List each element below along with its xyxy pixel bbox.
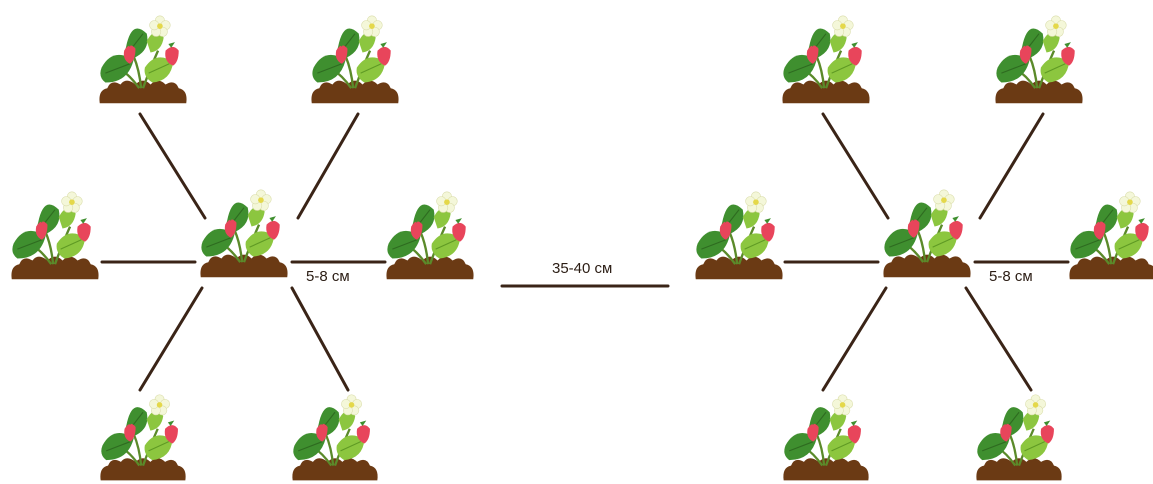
strawberry-plant-icon <box>385 190 475 281</box>
strawberry-plant-icon <box>199 188 289 279</box>
connector-line <box>290 286 350 392</box>
left-cluster-lines <box>100 112 387 392</box>
strawberry-plant-icon <box>694 190 784 281</box>
row-spacing-label: 35-40 см <box>552 260 613 277</box>
strawberry-plant-icon <box>975 393 1063 482</box>
strawberry-plant-icon <box>781 14 871 105</box>
inner-spacing-label-right: 5-8 см <box>989 268 1033 285</box>
inner-spacing-label-left: 5-8 см <box>306 268 350 285</box>
strawberry-plant-icon <box>1068 190 1153 281</box>
connector-line <box>821 286 888 392</box>
strawberry-plant-icon <box>291 393 379 482</box>
strawberry-plant-icon <box>782 393 870 482</box>
strawberry-plant-icon <box>882 188 972 279</box>
strawberry-plant-icon <box>99 393 187 482</box>
connector-line <box>978 112 1045 220</box>
strawberry-plant-icon <box>310 14 400 105</box>
connector-line <box>296 112 360 220</box>
connector-line <box>138 286 204 392</box>
connector-line <box>964 286 1033 392</box>
connector-line <box>821 112 890 220</box>
connector-line <box>138 112 207 220</box>
strawberry-plant-icon <box>10 190 100 281</box>
strawberry-plant-icon <box>994 14 1084 105</box>
right-cluster-lines <box>783 112 1070 392</box>
strawberry-plant-icon <box>98 14 188 105</box>
